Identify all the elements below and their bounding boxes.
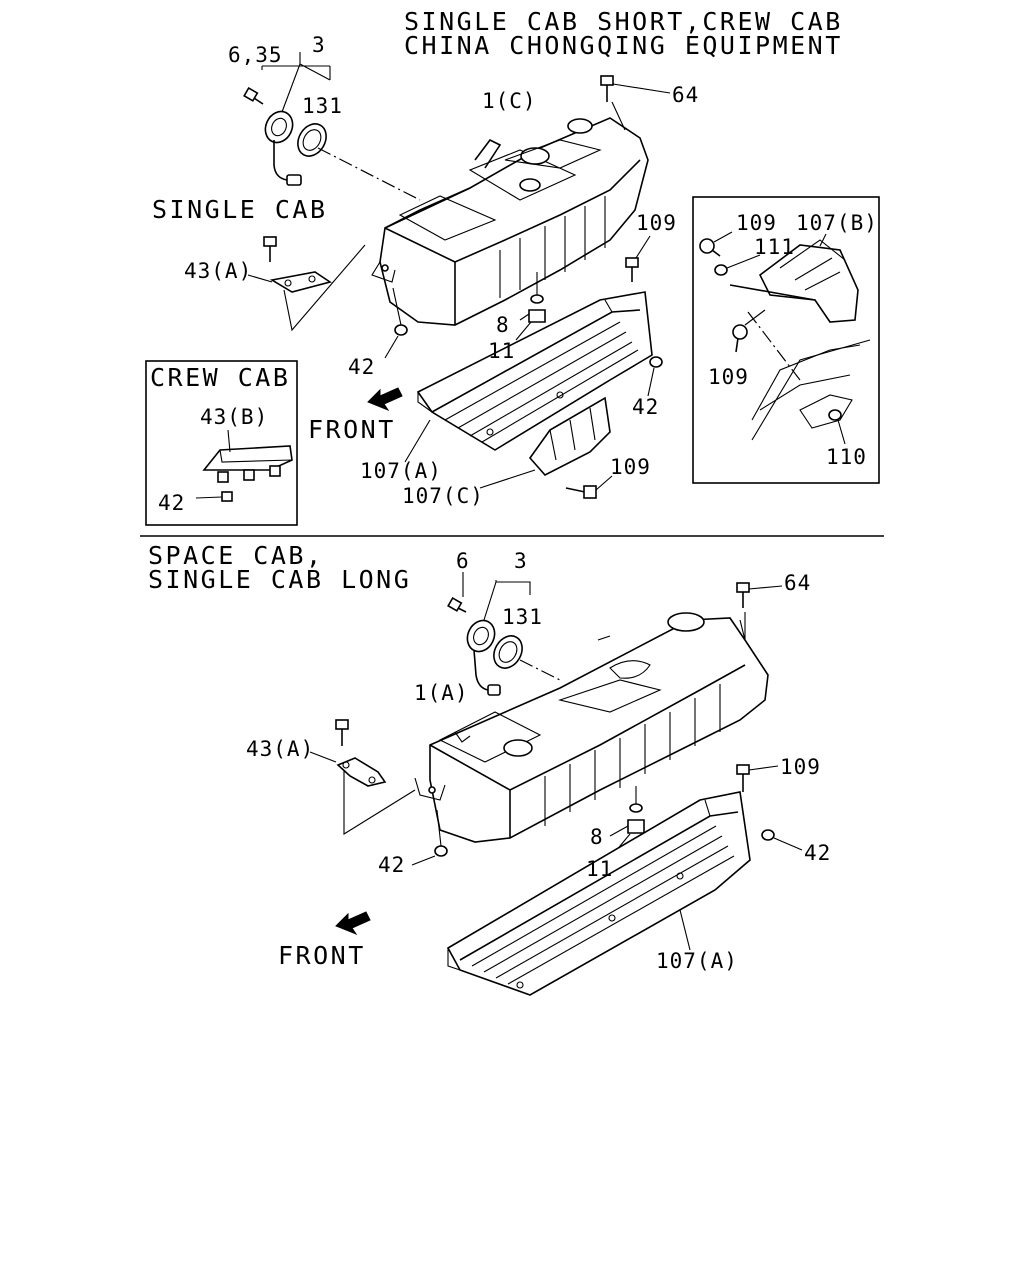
callout-109-detail-top: 109 xyxy=(736,211,777,235)
header-crew-cab: CREW CAB xyxy=(150,363,290,392)
callout-43a-bottom: 43(A) xyxy=(246,737,314,761)
bolt-109-bottom xyxy=(736,764,779,792)
callout-107c: 107(C) xyxy=(402,484,484,508)
callout-3-bottom: 3 xyxy=(514,549,528,573)
bolt-43a-top xyxy=(263,236,277,262)
header-bottom-line2: SINGLE CAB LONG xyxy=(148,565,411,594)
header-top-line1: SINGLE CAB SHORT,CREW CAB xyxy=(404,7,843,36)
callout-1a: 1(A) xyxy=(414,681,469,705)
front-label-bottom: FRONT xyxy=(278,941,366,970)
nut-42-crew xyxy=(195,491,233,502)
header-single-cab: SINGLE CAB xyxy=(152,195,328,224)
callout-6-35: 6,35 xyxy=(228,43,283,67)
bolt-109-detail-top xyxy=(699,231,733,257)
callout-64-top: 64 xyxy=(672,83,699,107)
callout-43a-top: 43(A) xyxy=(184,259,252,283)
nut-42-top-left xyxy=(384,287,408,359)
frame-rail-detail xyxy=(747,311,871,441)
front-arrow-top xyxy=(367,387,403,412)
crew-cab-inset-frame xyxy=(145,360,298,526)
nut-42-bottom-left xyxy=(411,809,448,866)
header-top-line2: CHINA CHONGQING EQUIPMENT xyxy=(404,31,843,60)
callout-3-top: 3 xyxy=(312,33,326,57)
callout-107a-bottom: 107(A) xyxy=(656,949,738,973)
callout-109-lower: 109 xyxy=(610,455,651,479)
callout-109-bottom: 109 xyxy=(780,755,821,779)
fuel-gauge-unit-bottom xyxy=(466,619,501,696)
callout-111: 111 xyxy=(754,235,795,259)
callout-42-bottom-right: 42 xyxy=(804,841,831,865)
callout-6-bottom: 6 xyxy=(456,549,470,573)
fuel-gauge-unit-top xyxy=(264,110,302,186)
front-arrow-bottom xyxy=(335,911,371,936)
callout-64-bottom: 64 xyxy=(784,571,811,595)
nut-110 xyxy=(828,409,846,445)
fuel-tank-1a xyxy=(414,612,769,843)
bracket-43a-bottom xyxy=(309,751,416,835)
nut-42-top-right xyxy=(647,356,663,397)
bolt-6-35 xyxy=(243,86,264,105)
washer-8-nut-11-top xyxy=(515,272,546,341)
bolt-64-top xyxy=(600,75,671,131)
header-bottom-line1: SPACE CAB, xyxy=(148,541,324,570)
gasket-131-top xyxy=(297,123,327,157)
callout-43b: 43(B) xyxy=(200,405,268,429)
callout-109-detail-bottom: 109 xyxy=(708,365,749,389)
shield-107a-bottom xyxy=(446,791,751,996)
fuel-tank-1c xyxy=(371,117,649,326)
callout-131-bottom: 131 xyxy=(502,605,543,629)
callout-107b: 107(B) xyxy=(796,211,878,235)
bracket-43a-top xyxy=(247,244,366,332)
callout-8-bottom: 8 xyxy=(590,825,604,849)
callout-11-bottom: 11 xyxy=(586,857,613,881)
callout-42-top-right: 42 xyxy=(632,395,659,419)
callout-131-top: 131 xyxy=(302,94,343,118)
bolt-64-bottom xyxy=(736,582,783,640)
front-label-top: FRONT xyxy=(308,415,396,444)
callout-109-top: 109 xyxy=(636,211,677,235)
bracket-43b xyxy=(202,429,293,483)
bolt-43a-bottom xyxy=(335,719,349,746)
bracket-107c xyxy=(479,396,611,489)
washer-8-nut-11-bottom xyxy=(609,786,645,859)
callout-107a-top: 107(A) xyxy=(360,459,442,483)
callout-1c: 1(C) xyxy=(482,89,537,113)
detail-inset-frame xyxy=(692,196,880,484)
callout-11-top: 11 xyxy=(488,339,515,363)
bracket-107b xyxy=(729,233,859,323)
callout-110: 110 xyxy=(826,445,867,469)
callout-8-top: 8 xyxy=(496,313,510,337)
callout-42-top-left: 42 xyxy=(348,355,375,379)
bolt-109-lower xyxy=(565,475,613,499)
nut-42-bottom-right xyxy=(761,829,803,851)
bolt-6-bottom xyxy=(447,596,467,613)
callout-42-bottom-left: 42 xyxy=(378,853,405,877)
bolt-109-top xyxy=(625,235,651,282)
bolt-109-detail-bottom xyxy=(732,309,766,353)
gasket-131-bottom xyxy=(493,635,523,669)
washer-111 xyxy=(714,254,761,276)
shield-107a-top xyxy=(404,291,653,463)
callout-42-crew: 42 xyxy=(158,491,185,515)
